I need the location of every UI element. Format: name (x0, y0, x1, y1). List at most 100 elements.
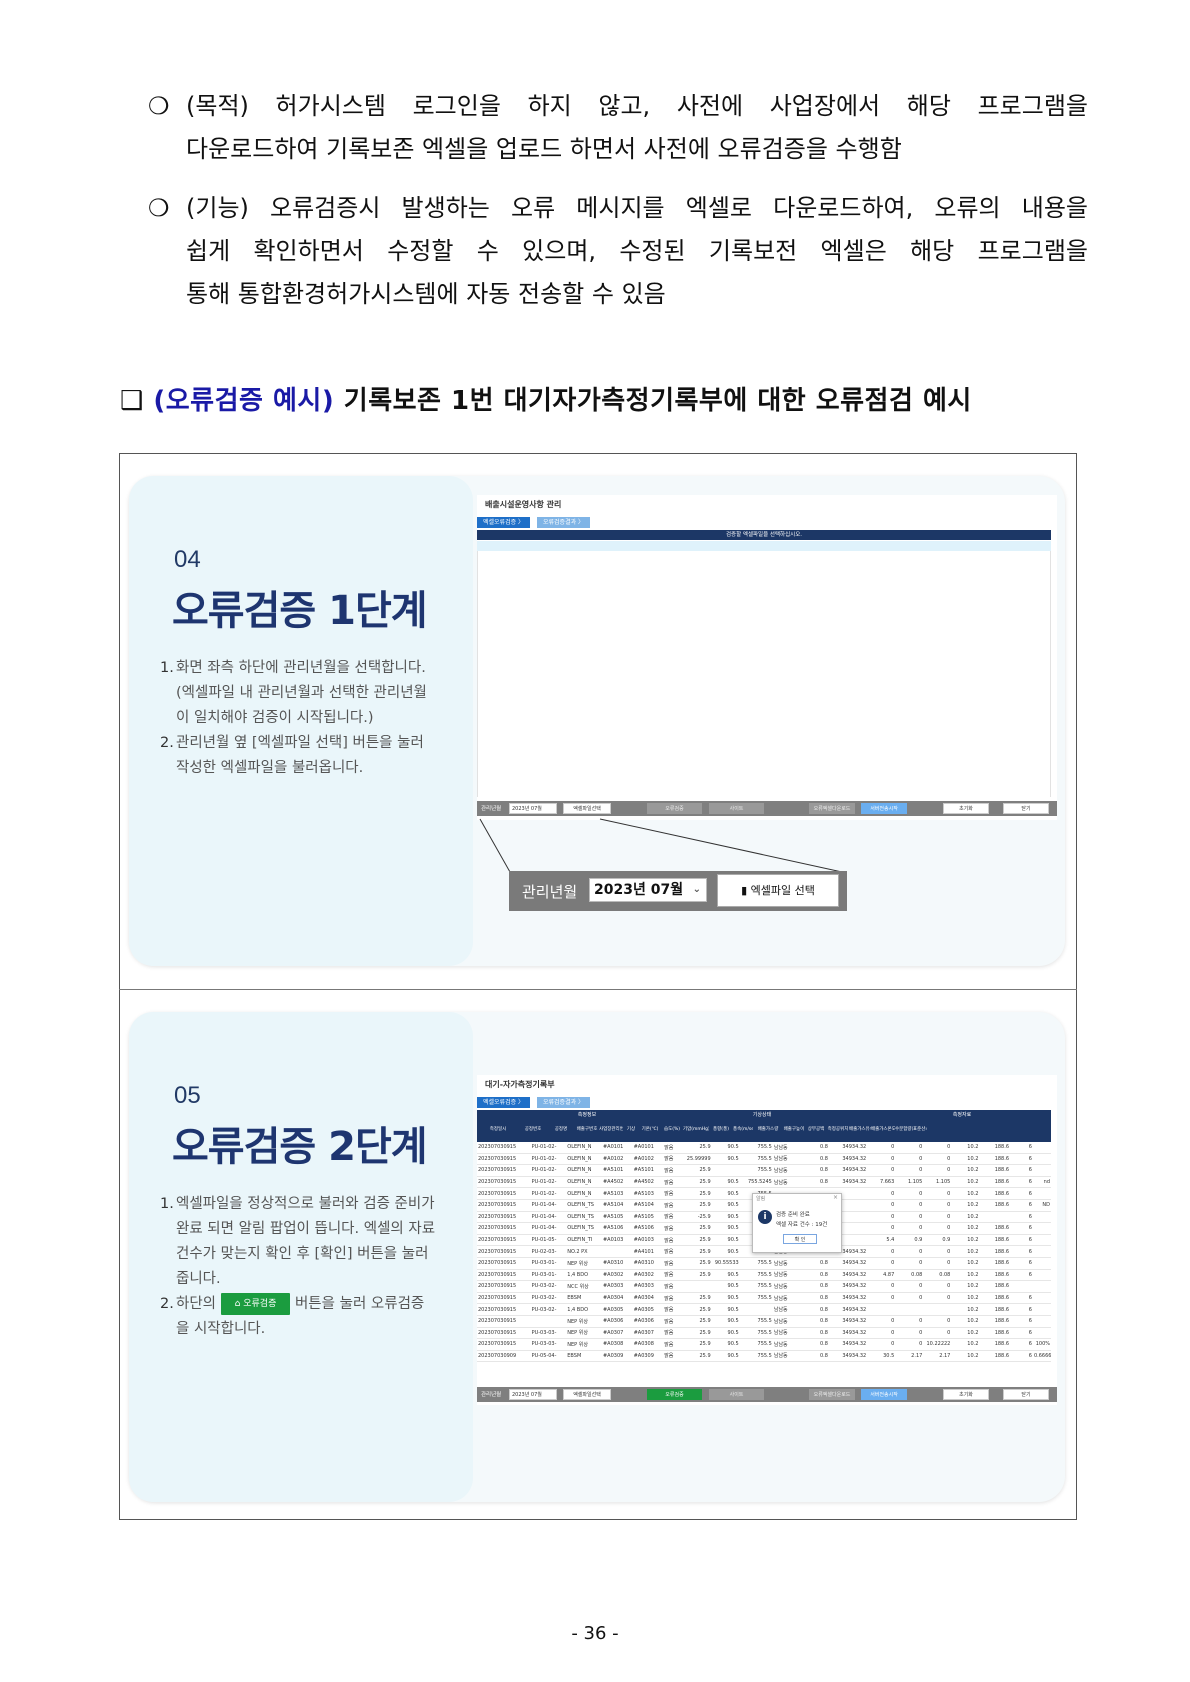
close-button[interactable]: 닫기 (1003, 803, 1049, 814)
reset-button[interactable]: 초기화 (943, 803, 989, 814)
zoom-month-value: 2023년 07월 (594, 882, 684, 898)
file-select-button[interactable]: 엑셀파일선택 (563, 1389, 611, 1400)
table-cell: 남남동 (772, 1303, 804, 1316)
table-cell: 남남동 (772, 1327, 804, 1340)
table-cell: 0 (895, 1327, 924, 1340)
table-cell: 0 (895, 1222, 924, 1235)
error-excel-download-button[interactable]: 오류엑셀다운로드 (809, 1389, 855, 1400)
table-cell: 202307030915 (477, 1338, 531, 1351)
table-cell: 25.9 (683, 1187, 712, 1200)
table-cell: 남남동 (772, 1142, 804, 1154)
site-button[interactable]: 사이트 (709, 803, 764, 814)
server-send-button[interactable]: 서버전송시작 (861, 803, 907, 814)
table-cell (739, 1303, 773, 1316)
tab-error-check[interactable]: 엑셀오류검증 〉 (477, 1097, 531, 1108)
file-select-button[interactable]: 엑셀파일선택 (563, 803, 611, 814)
table-cell: #A0310 (632, 1257, 664, 1270)
table-cell: PU-03-02- (530, 1303, 567, 1316)
table-cell: PU-01-02- (530, 1176, 567, 1189)
table-cell: 0.8 (803, 1327, 829, 1340)
table-cell: 0 (923, 1292, 952, 1305)
list-text: 줍니다. (176, 1271, 221, 1287)
table-cell: 90.5 (711, 1199, 740, 1212)
table-cell: 25.9 (683, 1234, 712, 1247)
zoom-month-select[interactable]: 2023년 07월 ⌄ (589, 878, 707, 902)
table-cell: 0 (895, 1315, 924, 1328)
table-cell: #A5104 (601, 1199, 633, 1212)
close-icon[interactable]: × (832, 1194, 838, 1201)
bottom-toolbar: 관리년월 2023년 07월 엑셀파일선택 오류검증 사이트 오류엑셀다운로드 … (477, 1387, 1057, 1402)
table-cell: 남남동 (772, 1176, 804, 1189)
table-cell: 0.08 (923, 1269, 952, 1282)
table-cell: #A5105 (632, 1211, 664, 1224)
table-cell: PU-01-04- (530, 1211, 567, 1224)
zoom-file-select-button[interactable]: ▮ 엑셀파일 선택 (717, 874, 839, 907)
error-excel-download-button[interactable]: 오류엑셀다운로드 (809, 803, 855, 814)
app-title: 배출시설운영사항 관리 (485, 500, 562, 509)
error-check-button[interactable]: 오류검증 (647, 1389, 702, 1400)
server-send-button[interactable]: 서버전송시작 (861, 1389, 907, 1400)
table-cell: 0.8 (803, 1315, 829, 1328)
table-cell: 10.2 (951, 1338, 980, 1351)
table-cell: ND (1032, 1199, 1051, 1212)
column-header: 배출구번호 (576, 1127, 598, 1132)
table-cell: OLEFIN_N (566, 1164, 602, 1177)
table-cell: 0 (867, 1211, 896, 1224)
table-cell: 6 (1010, 1234, 1033, 1247)
list-text: 작성한 엑셀파일을 불러옵니다. (176, 760, 364, 776)
table-cell: #A0103 (601, 1234, 633, 1247)
table-cell: 맑음 (663, 1176, 684, 1189)
bottom-toolbar: 관리년월 2023년 07월 엑셀파일선택 오류검증 사이트 오류엑셀다운로드 … (477, 801, 1057, 816)
popup-ok-button[interactable]: 확 인 (783, 1234, 817, 1244)
month-select[interactable]: 2023년 07월 (509, 803, 557, 814)
error-check-button[interactable]: 오류검증 (647, 803, 702, 814)
table-cell: 34934.32 (828, 1292, 868, 1305)
table-cell (1032, 1142, 1051, 1154)
reset-button[interactable]: 초기화 (943, 1389, 989, 1400)
table-cell: 188.6 (979, 1176, 1011, 1189)
table-cell: 0.08 (895, 1269, 924, 1282)
table-cell (895, 1303, 924, 1316)
table-cell: 10.2 (951, 1315, 980, 1328)
table-cell: 0 (923, 1211, 952, 1224)
table-cell: 남남동 (772, 1269, 804, 1282)
table-cell: nd (1032, 1176, 1051, 1189)
table-cell: 0 (867, 1292, 896, 1305)
list-number: 1. (160, 660, 174, 676)
tab-error-check[interactable]: 엑셀오류검증 〉 (477, 517, 531, 528)
tab-error-result[interactable]: 오류검증결과 〉 (537, 517, 591, 528)
table-cell: OLEFIN_TS (566, 1211, 602, 1224)
table-cell: 25.9 (683, 1315, 712, 1328)
table-cell: 202307030915 (477, 1303, 531, 1316)
close-button[interactable]: 닫기 (1003, 1389, 1049, 1400)
inline-button-label: 오류검증 (243, 1299, 277, 1309)
month-select[interactable]: 2023년 07월 (509, 1389, 557, 1400)
table-cell: 10.2 (951, 1222, 980, 1235)
column-header: 측정공위치 (827, 1127, 849, 1132)
table-cell: #A0302 (632, 1269, 664, 1282)
tab-error-result[interactable]: 오류검증결과 〉 (537, 1097, 591, 1108)
table-cell: 34934.32 (828, 1142, 868, 1154)
column-header: 배출가스량 (757, 1127, 779, 1132)
site-button[interactable]: 사이트 (709, 1389, 764, 1400)
table-cell: 25.9 (683, 1176, 712, 1189)
table-cell: 0.8 (803, 1176, 829, 1189)
table-cell: 202307030915 (477, 1327, 531, 1340)
table-cell: 90.5 (711, 1245, 740, 1258)
table-cell: 0 (923, 1315, 952, 1328)
